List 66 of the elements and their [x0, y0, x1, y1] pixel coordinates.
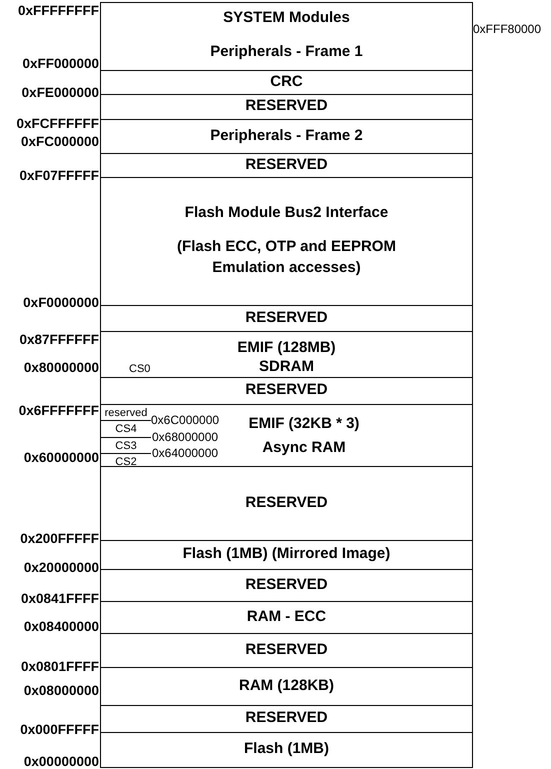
memory-region [100, 667, 473, 706]
address-label: 0x6FFFFFFF [18, 404, 99, 418]
region-title: Flash (1MB) (Mirrored Image) [182, 545, 392, 563]
region-title: RESERVED [244, 494, 329, 512]
memory-region [100, 37, 473, 71]
region-title: Flash Module Bus2 Interface [184, 204, 390, 222]
region-title: RESERVED [244, 381, 329, 399]
address-label: 0x87FFFFFF [19, 333, 99, 347]
chip-select-segment: CS4 [101, 421, 151, 438]
region-title: Peripherals - Frame 2 [209, 126, 364, 144]
address-label: 0x08000000 [24, 684, 99, 698]
memory-region [100, 466, 473, 541]
memory-region [100, 705, 473, 733]
address-label: 0xF0000000 [23, 296, 99, 310]
address-label: 0xFF000000 [22, 57, 99, 71]
address-label: 0x20000000 [24, 561, 99, 575]
memory-region [100, 633, 473, 668]
region-title: RAM (128KB) [238, 676, 335, 694]
address-label: 0x6C000000 [151, 413, 220, 427]
address-label: 0x00000000 [24, 755, 99, 769]
chip-select-segment: CS3 [101, 438, 151, 454]
address-label: 0xFCFFFFFF [16, 117, 99, 131]
region-title: Peripherals - Frame 1 [209, 43, 364, 61]
address-label: 0x64000000 [152, 446, 218, 460]
memory-region [100, 331, 473, 378]
region-title: RESERVED [244, 640, 329, 658]
region-title: RAM - ECC [246, 608, 328, 626]
region-title: RESERVED [244, 308, 329, 326]
memory-region [100, 377, 473, 405]
region-title: RESERVED [244, 97, 329, 115]
region-title: RESERVED [244, 709, 329, 727]
address-label: 0xFE000000 [22, 86, 99, 100]
memory-region [100, 569, 473, 602]
address-label: 0xF07FFFFF [19, 169, 99, 183]
memory-region [100, 153, 473, 178]
memory-region [100, 305, 473, 332]
address-label: 0x0801FFFF [20, 660, 99, 674]
address-label: 0x08400000 [24, 620, 99, 634]
address-label: 0x0841FFFF [20, 592, 99, 606]
address-label: 0x60000000 [24, 451, 99, 465]
memory-region [100, 404, 473, 467]
address-label: 0x200FFFFF [20, 532, 99, 546]
memory-region [100, 601, 473, 634]
region-title: CRC [269, 72, 304, 90]
region-title: SYSTEM Modules [222, 9, 351, 27]
memory-region [100, 177, 473, 306]
memory-region [100, 2, 473, 38]
region-title: EMIF (32KB * 3) Async RAM [248, 414, 360, 458]
address-label: 0xFC000000 [20, 135, 99, 149]
memory-region [100, 540, 473, 570]
region-title: Flash (1MB) [242, 740, 330, 758]
address-label: 0x68000000 [152, 430, 218, 444]
chip-select-segment: reserved [101, 405, 151, 421]
region-title: EMIF (128MB) SDRAM [236, 338, 337, 376]
address-label: 0xFFF80000 [473, 22, 542, 36]
memory-region [100, 732, 473, 768]
address-label: 0xFFFFFFFF [18, 4, 99, 18]
region-title: RESERVED [244, 156, 329, 174]
address-label: 0x80000000 [24, 361, 99, 375]
region-note: (Flash ECC, OTP and EEPROM Emulation accesses) [176, 237, 397, 278]
memory-region [100, 70, 473, 95]
memory-region [100, 119, 473, 154]
memory-region [100, 94, 473, 120]
chip-select-label: CS0 [129, 362, 150, 377]
address-label: 0x000FFFFF [20, 723, 99, 737]
region-title: RESERVED [244, 576, 329, 594]
